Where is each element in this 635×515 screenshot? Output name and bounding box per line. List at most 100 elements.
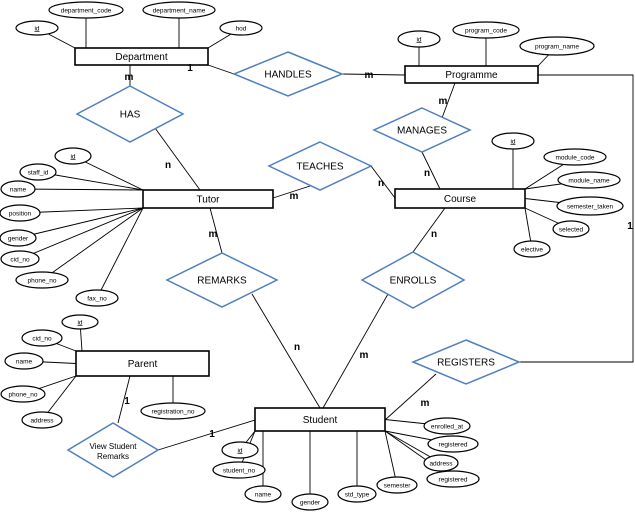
attribute-tutor-cid_no-ellipse [0,250,40,268]
cardinality-prog-registers: 1 [627,221,633,232]
cardinality-view-student: 1 [209,429,215,440]
rel-line-enrolls-student [322,293,389,409]
cardinality-course-enrolls: n [431,229,437,240]
rel-line-registers-student [384,373,437,421]
entity-tutor-label: Tutor [197,195,221,206]
attribute-parent-address-label: address [30,417,54,424]
attribute-parent-id-ellipse [61,314,99,330]
relationship-handles-label: HANDLES [264,70,312,81]
attribute-course-id-label: id [510,138,515,145]
attribute-student-gender-ellipse [291,493,329,511]
relationship-has-diamond [75,85,185,143]
attribute-course-elective-ellipse [513,240,551,258]
attribute-course-semester_taken-label: semester_taken [567,203,614,210]
entity-department-label: Department [115,52,167,63]
attribute-dept-id-ellipse [15,20,59,36]
entity-course-box [394,188,526,209]
entity-course-label: Course [444,194,477,205]
cardinality-dept-has: m [125,72,134,83]
attribute-dept-department_name-ellipse [142,1,216,19]
cardinality-tutor-teaches: m [290,191,299,202]
attribute-tutor-cid_no-label: cid_no [10,256,30,263]
relationship-remarks-label: REMARKS [197,276,247,287]
attribute-student-id-ellipse [221,441,259,459]
attribute-parent-phone_no-label: phone_no [9,391,38,398]
relationship-registers-label: REGISTERS [437,358,495,369]
attribute-student-address-label: address [429,460,453,467]
rel-line-tutor-remarks [209,207,223,254]
attribute-student-name-label: name [255,491,272,498]
attribute-dept-department_code-ellipse [48,1,124,19]
attribute-parent-name-ellipse [4,352,44,370]
attribute-connector [384,430,398,486]
cardinality-prog-manages: m [439,96,448,107]
attribute-student-student_no-label: student_no [223,467,256,474]
attribute-parent-address-ellipse [21,411,63,429]
attribute-connector [19,207,144,260]
attribute-student-address-ellipse [423,454,459,472]
cardinality-remarks-student: n [294,342,300,353]
relationship-remarks-diamond [165,252,279,308]
rel-line-prog-manages [441,82,456,119]
entity-department-box [74,47,209,66]
attribute-dept-hod-ellipse [219,20,263,36]
cardinality-dept-handles: 1 [187,63,193,74]
relationship-view_student_remarks-diamond [66,422,160,478]
attribute-prog-program_name-ellipse [519,36,595,56]
attribute-prog-program_code-ellipse [452,21,520,39]
rel-line-teaches-course [370,165,396,199]
relationship-manages-label: MANAGES [397,126,447,137]
attribute-course-module_code-ellipse [543,148,607,166]
attribute-course-module_name-label: module_name [568,177,610,184]
rel-line-handles-prog [341,73,406,76]
relationship-enrolls-diamond [360,251,466,309]
cardinality-registers-student: m [421,398,430,409]
attribute-course-selected-label: selected [559,226,584,233]
attribute-tutor-staff_id-label: staff_id [28,169,49,176]
attribute-course-id-ellipse [491,132,535,150]
attribute-student-name-ellipse [244,485,282,503]
attribute-tutor-fax_no-label: fax_no [87,295,107,302]
attribute-student-registered-1-ellipse [427,435,479,453]
attribute-course-selected-ellipse [552,220,590,238]
attribute-student-std_type-label: std_type [345,491,370,498]
attribute-tutor-position-label: position [9,210,32,217]
rel-line-parent-view [117,375,131,424]
attribute-parent-registration_no-label: registration_no [152,408,195,415]
attribute-tutor-staff_id-ellipse [19,163,57,181]
attribute-parent-id-label: id [77,319,82,326]
rel-line-remarks-student [251,293,321,409]
entity-parent-box [75,350,210,377]
attribute-parent-registration_no-ellipse [140,402,206,420]
cardinality-parent-view: 1 [124,396,130,407]
attribute-tutor-fax_no-ellipse [75,289,119,307]
attribute-course-elective-label: elective [521,246,543,253]
attribute-student-student_no-ellipse [212,461,266,479]
relationship-handles-diamond [232,51,344,97]
entity-programme-label: Programme [445,70,498,81]
cardinality-teaches-course: n [378,178,384,189]
attribute-parent-cid_no-label: cid_no [32,335,52,342]
attribute-connector [17,188,144,191]
rel-line-prog-registers [519,74,634,363]
attribute-student-enrolled_at-label: enrolled_at [431,423,463,430]
attribute-dept-department_name-label: department_name [153,7,206,14]
attribute-student-semester-ellipse [376,476,418,494]
rel-line-dept-handles [207,64,235,75]
attribute-tutor-id-label: id [70,153,75,160]
attribute-tutor-position-ellipse [0,204,41,222]
attribute-student-semester-label: semester [384,482,412,489]
attribute-parent-phone_no-ellipse [0,385,46,403]
cardinality-enrolls-student: m [360,350,369,361]
attribute-course-semester_taken-ellipse [556,196,624,216]
attribute-tutor-name-ellipse [0,180,36,198]
attribute-student-registered-1-label: registered [439,441,468,448]
attribute-course-module_code-label: module_code [555,154,594,161]
attribute-tutor-gender-ellipse [0,229,37,247]
relationship-enrolls-label: ENROLLS [390,276,437,287]
cardinality-tutor-remarks: m [209,229,218,240]
cardinality-handles-prog: m [365,70,374,81]
entity-student-label: Student [303,415,338,426]
